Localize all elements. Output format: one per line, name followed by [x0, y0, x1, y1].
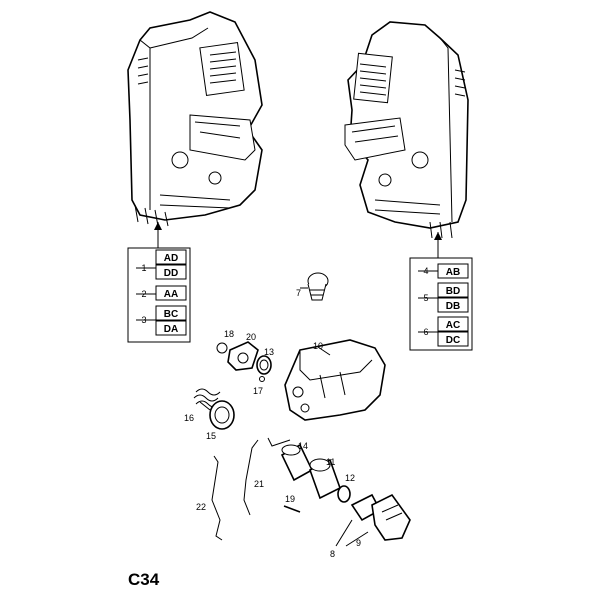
label-8: 8 — [330, 549, 335, 559]
right-variant-5-number: 5 — [423, 293, 428, 303]
label-21: 21 — [254, 479, 264, 489]
label-18: 18 — [224, 329, 234, 339]
right-variant-6-code-b: DC — [446, 335, 460, 346]
left-variant-3-number: 3 — [141, 315, 146, 325]
right-variant-6-code-a: AC — [446, 320, 460, 331]
left-variant-3-code-a: BC — [164, 309, 178, 320]
left-variant-2-code-a: AA — [164, 289, 178, 300]
label-15: 15 — [206, 431, 216, 441]
left-variant-1-code-a: AD — [164, 253, 178, 264]
left-variant-table: 1 AD DD 2 AA 3 BC DA — [127, 222, 191, 343]
label-19: 19 — [285, 494, 295, 504]
lock-cylinder-parts — [267, 437, 351, 503]
right-variant-4-code-a: AB — [446, 267, 460, 278]
left-lock-actuator — [127, 11, 263, 227]
label-14: 14 — [298, 441, 308, 451]
lock-housing-cover — [284, 339, 386, 421]
left-variant-2-number: 2 — [141, 289, 146, 299]
label-16: 16 — [184, 413, 194, 423]
left-variant-3-code-b: DA — [164, 324, 178, 335]
right-variant-5-code-b: DB — [446, 301, 460, 312]
label-20: 20 — [246, 332, 256, 342]
label-10: 10 — [313, 341, 323, 351]
label-22: 22 — [196, 502, 206, 512]
label-9: 9 — [356, 538, 361, 548]
label-11: 11 — [326, 457, 335, 467]
label-12: 12 — [345, 473, 355, 483]
label-13: 13 — [264, 347, 274, 357]
screw-part — [300, 272, 329, 301]
key-assembly — [335, 493, 411, 547]
right-lock-actuator — [344, 21, 469, 239]
spring-and-ring — [193, 388, 235, 430]
label-17: 17 — [253, 386, 263, 396]
page-code: C34 — [128, 570, 160, 589]
left-variant-1-number: 1 — [141, 263, 146, 273]
rods-and-pin — [211, 439, 301, 541]
right-variant-6-number: 6 — [423, 327, 428, 337]
right-variant-4-number: 4 — [423, 266, 428, 276]
right-variant-table: 4 AB 5 BD DB 6 AC DC — [409, 232, 473, 351]
small-parts-cluster — [216, 341, 272, 382]
label-7: 7 — [296, 288, 301, 298]
right-variant-5-code-a: BD — [446, 286, 460, 297]
part-labels: 7 8 9 10 11 12 13 14 15 16 17 18 19 20 2… — [184, 288, 361, 559]
left-variant-1-code-b: DD — [164, 268, 178, 279]
